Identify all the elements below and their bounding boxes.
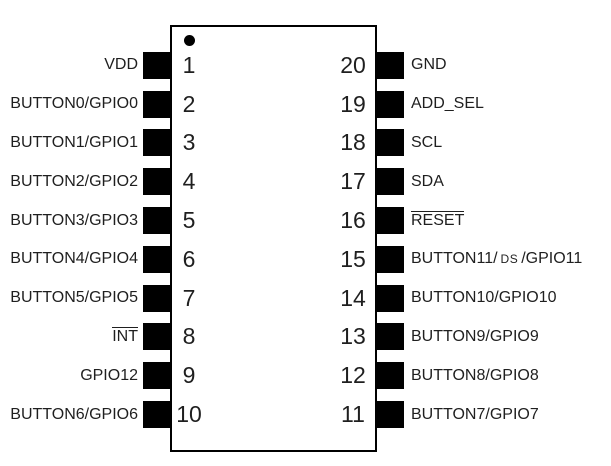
pin-name: BUTTON7/GPIO7: [411, 405, 539, 423]
pin-number: 20: [340, 51, 366, 78]
pin-name: BUTTON5/GPIO5: [10, 289, 138, 307]
pin-row-6-15: BUTTON4/GPIO4 6 15 BUTTON11/DS/GPIO11: [0, 240, 611, 279]
pin-label-left: GPIO12: [0, 367, 138, 385]
pin-row-7-14: BUTTON5/GPIO5 7 14 BUTTON10/GPIO10: [0, 279, 611, 318]
pin-label-left: INT: [0, 327, 138, 346]
pin-name: BUTTON3/GPIO3: [10, 211, 138, 229]
pin-row-2-19: BUTTON0/GPIO0 2 19 ADD_SEL: [0, 85, 611, 124]
pin-name: BUTTON11/: [411, 250, 498, 268]
pin-row-5-16: BUTTON3/GPIO3 5 16 RESET: [0, 201, 611, 240]
pin-label-right: SDA: [404, 173, 611, 191]
pin-name: SCL: [411, 133, 443, 151]
pin-name: BUTTON9/GPIO9: [411, 327, 539, 345]
pin-name: GND: [411, 56, 447, 74]
pin-row-9-12: GPIO12 9 12 BUTTON8/GPIO8: [0, 356, 611, 395]
pin-label-right: BUTTON9/GPIO9: [404, 328, 611, 346]
pin-pad-right: [377, 401, 404, 429]
pin-pad-left: [143, 284, 170, 312]
pin-row-1-20: VDD 1 20 GND: [0, 46, 611, 85]
pin-label-left: BUTTON1/GPIO1: [0, 134, 138, 152]
pin-number: 10: [176, 401, 202, 428]
pin-number: 3: [182, 129, 196, 156]
pin-pad-left: [143, 323, 170, 351]
pin-pad-right: [377, 245, 404, 273]
pin-label-left: VDD: [0, 56, 138, 74]
pin-number: 17: [340, 168, 366, 195]
pin-pad-left: [143, 168, 170, 196]
pin-name: BUTTON1/GPIO1: [10, 133, 138, 151]
chip-body: [170, 25, 377, 452]
pin-pad-right: [377, 284, 404, 312]
pin-pad-left: [143, 401, 170, 429]
pin-name: BUTTON4/GPIO4: [10, 250, 138, 268]
pin-name: SDA: [411, 172, 444, 190]
pin-label-left: BUTTON6/GPIO6: [0, 406, 138, 424]
pin-number: 8: [182, 323, 196, 350]
pin-name: GPIO12: [80, 366, 138, 384]
pin-label-left: BUTTON2/GPIO2: [0, 173, 138, 191]
pin-label-right: SCL: [404, 134, 611, 152]
pin-pad-left: [143, 90, 170, 118]
pin-label-right: BUTTON10/GPIO10: [404, 289, 611, 307]
pin-pad-left: [143, 362, 170, 390]
pin-row-3-18: BUTTON1/GPIO1 3 18 SCL: [0, 124, 611, 163]
pin-name-alt-function: DS: [500, 252, 519, 267]
pin-name: BUTTON2/GPIO2: [10, 172, 138, 190]
pin-name: BUTTON8/GPIO8: [411, 366, 539, 384]
pin-row-8-13: INT 8 13 BUTTON9/GPIO9: [0, 318, 611, 357]
pin-label-right: BUTTON11/DS/GPIO11: [404, 250, 611, 268]
pin-name: BUTTON10/GPIO10: [411, 289, 557, 307]
pin-number: 12: [340, 362, 366, 389]
pin-pad-right: [377, 207, 404, 235]
pin-number: 18: [340, 129, 366, 156]
pin-name: ADD_SEL: [411, 95, 484, 113]
pin-pad-left: [143, 245, 170, 273]
pin-pad-left: [143, 51, 170, 79]
pin-number: 9: [182, 362, 196, 389]
pin-name: /GPIO11: [521, 250, 583, 268]
pin-label-left: BUTTON0/GPIO0: [0, 95, 138, 113]
pin-name: BUTTON6/GPIO6: [10, 405, 138, 423]
pin-number: 16: [340, 207, 366, 234]
pin-number: 13: [340, 323, 366, 350]
pin-name-active-low: RESET: [411, 211, 465, 230]
pin-label-right: GND: [404, 56, 611, 74]
pin-number: 14: [340, 284, 366, 311]
pin-number: 11: [341, 401, 365, 428]
pin-rows: VDD 1 20 GND BUTTON0/GPIO0 2 19 ADD_SEL …: [0, 46, 611, 434]
pin-pad-left: [143, 129, 170, 157]
pin-pad-right: [377, 168, 404, 196]
pin-name: BUTTON0/GPIO0: [10, 95, 138, 113]
pin-number: 4: [182, 168, 196, 195]
pin-label-left: BUTTON4/GPIO4: [0, 250, 138, 268]
pin-label-left: BUTTON3/GPIO3: [0, 212, 138, 230]
pin-pad-right: [377, 129, 404, 157]
pin-number: 19: [340, 90, 366, 117]
pin-pad-left: [143, 207, 170, 235]
pin-name-active-low: INT: [112, 327, 138, 346]
pin1-indicator-dot-icon: [184, 35, 195, 46]
pin-pad-right: [377, 90, 404, 118]
pin-number: 2: [182, 90, 196, 117]
pin-pad-right: [377, 362, 404, 390]
pin-pad-right: [377, 323, 404, 351]
pin-number: 7: [182, 284, 196, 311]
pin-number: 1: [182, 51, 196, 78]
pin-label-right: ADD_SEL: [404, 95, 611, 113]
pin-label-right: BUTTON8/GPIO8: [404, 367, 611, 385]
pin-label-left: BUTTON5/GPIO5: [0, 289, 138, 307]
pin-pad-right: [377, 51, 404, 79]
pin-name: VDD: [104, 56, 138, 74]
pin-row-10-11: BUTTON6/GPIO6 10 11 BUTTON7/GPIO7: [0, 395, 611, 434]
pin-row-4-17: BUTTON2/GPIO2 4 17 SDA: [0, 162, 611, 201]
pin-number: 5: [182, 207, 196, 234]
pin-label-right: RESET: [404, 211, 611, 230]
pin-number: 15: [340, 245, 366, 272]
pin-number: 6: [182, 245, 196, 272]
pin-label-right: BUTTON7/GPIO7: [404, 406, 611, 424]
